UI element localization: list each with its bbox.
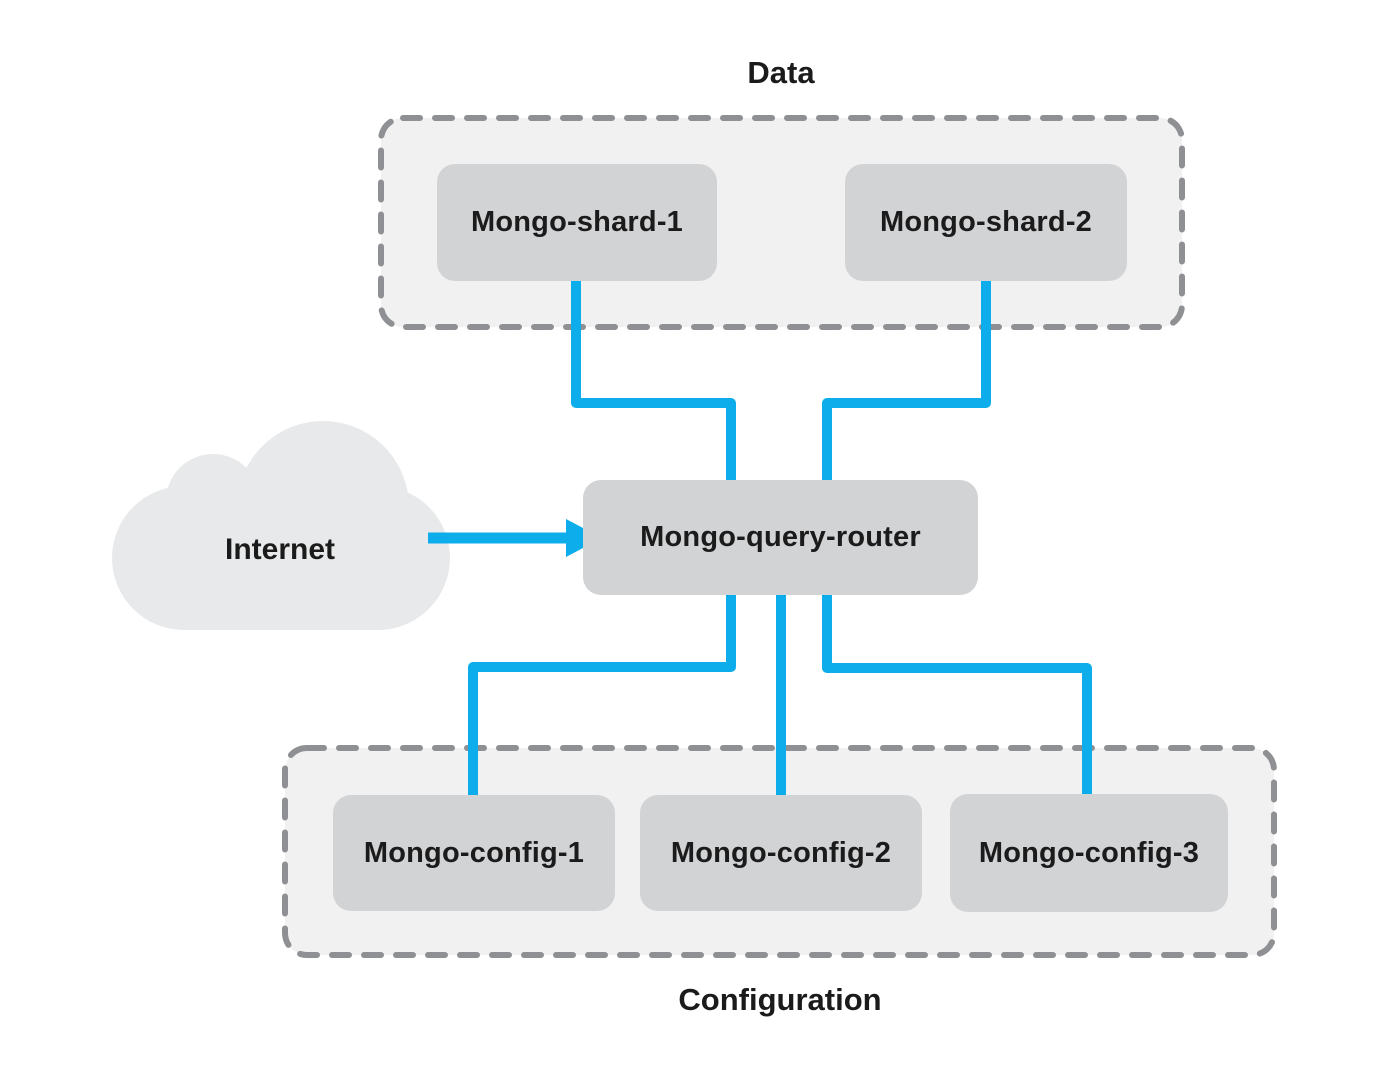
node-mongo-shard-1: Mongo-shard-1 bbox=[437, 164, 717, 281]
edge-shard2-router bbox=[822, 278, 991, 483]
node-mongo-shard-2-label: Mongo-shard-2 bbox=[879, 206, 1093, 238]
edge-router-config3 bbox=[822, 592, 1092, 798]
node-mongo-query-router: Mongo-query-router bbox=[583, 480, 978, 595]
data-group-label: Data bbox=[747, 55, 815, 90]
node-mongo-config-1: Mongo-config-1 bbox=[333, 795, 615, 911]
node-mongo-shard-1-label: Mongo-shard-1 bbox=[470, 206, 684, 238]
node-mongo-config-3: Mongo-config-3 bbox=[950, 794, 1228, 912]
node-mongo-config-2-label: Mongo-config-2 bbox=[670, 836, 892, 869]
node-mongo-query-router-label: Mongo-query-router bbox=[640, 521, 921, 553]
internet-cloud-icon bbox=[112, 421, 450, 630]
internet-label: Internet bbox=[224, 533, 335, 566]
node-mongo-config-1-label: Mongo-config-1 bbox=[363, 836, 585, 869]
configuration-group-label: Configuration bbox=[678, 982, 882, 1017]
edge-router-config1 bbox=[468, 592, 736, 798]
node-mongo-config-3-label: Mongo-config-3 bbox=[978, 836, 1200, 869]
node-mongo-shard-2: Mongo-shard-2 bbox=[845, 164, 1127, 281]
node-mongo-config-2: Mongo-config-2 bbox=[640, 795, 922, 911]
edge-internet-router bbox=[428, 519, 602, 557]
edge-shard1-router bbox=[571, 278, 736, 483]
